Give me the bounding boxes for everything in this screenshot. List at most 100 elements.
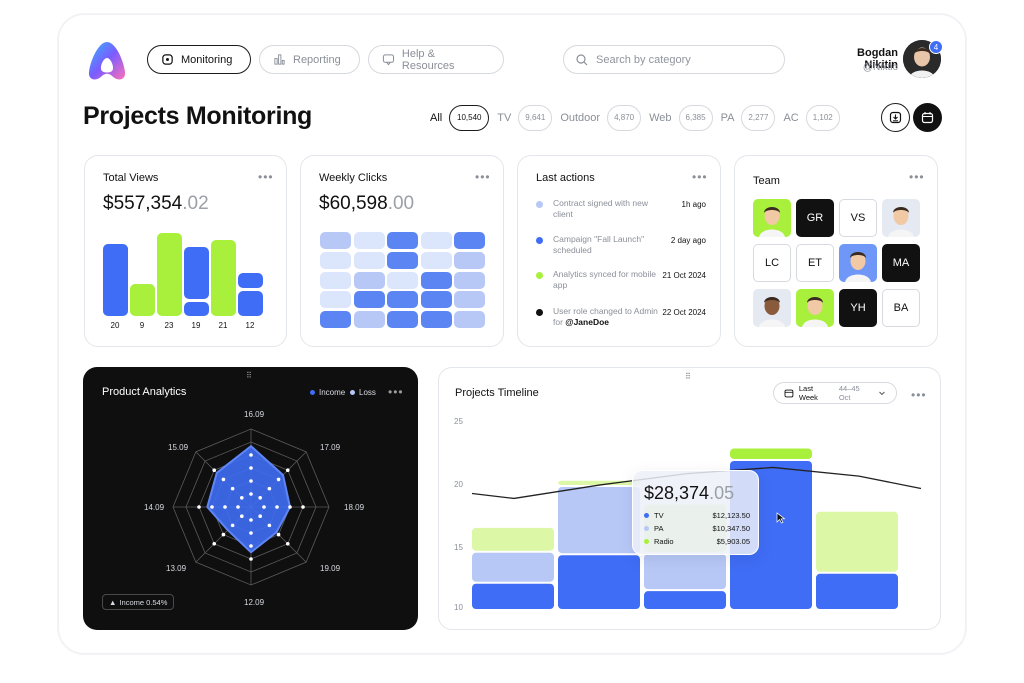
search-bar[interactable]: [563, 45, 785, 74]
more-options-icon[interactable]: •••: [475, 170, 491, 184]
more-options-icon[interactable]: •••: [258, 170, 274, 184]
chart-icon: [274, 54, 285, 65]
filter-label: PA: [720, 111, 735, 124]
team-member-photo[interactable]: [882, 199, 920, 237]
heatmap-cell[interactable]: [420, 311, 452, 329]
filter-label: Outdoor: [560, 111, 601, 124]
timeline-bar-segment[interactable]: [644, 591, 726, 609]
radar-node: [276, 532, 281, 537]
radar-axis-label: 18.09: [344, 503, 365, 512]
action-text: Campaign "Fall Launch" scheduled: [553, 234, 645, 255]
radar-axis-label: 14.09: [144, 503, 165, 512]
team-member-photo[interactable]: [753, 199, 791, 237]
radar-node: [267, 486, 272, 491]
action-item[interactable]: Campaign "Fall Launch" scheduled 2 day a…: [536, 234, 706, 256]
heatmap-cell[interactable]: [353, 271, 385, 289]
heatmap-cell[interactable]: [353, 251, 385, 269]
timeline-bar-segment[interactable]: [816, 573, 898, 609]
radar-node: [276, 477, 281, 482]
nav-reporting[interactable]: Reporting: [259, 45, 360, 74]
search-input[interactable]: [596, 53, 766, 66]
heatmap-cell[interactable]: [320, 232, 351, 249]
filter-count: 9,641: [518, 104, 553, 131]
timeline-bar-segment[interactable]: [558, 555, 640, 609]
team-member-initials[interactable]: LC: [753, 244, 791, 282]
calendar-button[interactable]: [913, 103, 942, 132]
action-dot: [536, 237, 543, 244]
more-options-icon[interactable]: •••: [388, 385, 404, 399]
radar-income-area: [206, 445, 291, 554]
notification-badge[interactable]: 4: [929, 40, 943, 54]
user-mention[interactable]: @JaneDoe: [565, 317, 610, 327]
tooltip-row-amount: $5,903.05: [716, 537, 750, 546]
team-member-initials[interactable]: VS: [839, 199, 877, 237]
action-item[interactable]: Contract signed with new client 1h ago: [536, 198, 706, 220]
heatmap-cell[interactable]: [454, 232, 485, 249]
more-options-icon[interactable]: •••: [909, 170, 925, 184]
bar-label: 21: [218, 321, 228, 330]
heatmap-cell[interactable]: [353, 232, 385, 249]
heatmap-cell[interactable]: [320, 271, 351, 289]
heatmap-cell[interactable]: [353, 311, 385, 329]
timeline-bar-segment[interactable]: [472, 583, 554, 609]
heatmap-cell[interactable]: [387, 251, 418, 269]
heatmap-cell[interactable]: [387, 311, 418, 329]
action-item[interactable]: Analytics synced for mobile app 21 Oct 2…: [536, 269, 706, 291]
heatmap-cell[interactable]: [420, 271, 452, 289]
timeline-bar-segment[interactable]: [472, 552, 554, 582]
heatmap-cell[interactable]: [387, 232, 418, 249]
drag-handle-icon[interactable]: ⠿: [685, 372, 691, 381]
nav-help-resources[interactable]: Help & Resources: [368, 45, 504, 74]
heatmap-cell[interactable]: [454, 291, 485, 309]
team-member-photo[interactable]: [839, 244, 877, 282]
nav-monitoring[interactable]: Monitoring: [147, 45, 251, 74]
legend-dot: [644, 526, 649, 531]
timeline-bar-segment[interactable]: [472, 527, 554, 551]
timeline-bar-segment[interactable]: [558, 487, 640, 554]
team-member-initials[interactable]: ET: [796, 244, 834, 282]
radar-node: [230, 486, 235, 491]
heatmap-cell[interactable]: [454, 311, 485, 329]
timeline-bar-segment[interactable]: [730, 448, 812, 459]
download-icon: [889, 111, 902, 124]
team-member-initials[interactable]: GR: [796, 199, 834, 237]
heatmap-cell[interactable]: [387, 271, 418, 289]
heatmap-cell[interactable]: [420, 232, 452, 249]
more-options-icon[interactable]: •••: [692, 170, 708, 184]
team-member-initials[interactable]: MA: [882, 244, 920, 282]
heatmap-cell[interactable]: [387, 291, 418, 309]
action-item[interactable]: User role changed to Admin for @JaneDoe …: [536, 306, 706, 328]
heatmap-cell[interactable]: [353, 291, 385, 309]
week-range-select[interactable]: Last Week 44–45 Oct: [773, 382, 897, 404]
heatmap-cell[interactable]: [420, 251, 452, 269]
calendar-icon: [784, 389, 794, 398]
bar-segment: [184, 301, 209, 316]
radar-node: [249, 557, 253, 561]
team-member-initials[interactable]: BA: [882, 289, 920, 327]
team-member-initials[interactable]: YH: [839, 289, 877, 327]
heatmap-cell[interactable]: [420, 291, 452, 309]
more-options-icon[interactable]: •••: [911, 388, 927, 402]
heatmap-cell[interactable]: [320, 311, 351, 329]
team-member-photo[interactable]: [753, 289, 791, 327]
radar-node: [212, 468, 217, 473]
heatmap-cell[interactable]: [454, 251, 485, 269]
download-button[interactable]: [881, 103, 910, 132]
legend-dot: [644, 539, 649, 544]
timeline-bar-segment[interactable]: [644, 553, 726, 590]
app-logo-icon[interactable]: [84, 38, 130, 84]
heatmap-cell[interactable]: [320, 291, 351, 309]
heatmap-cell[interactable]: [454, 271, 485, 289]
team-member-photo[interactable]: [796, 289, 834, 327]
heatmap-cell[interactable]: [320, 251, 351, 269]
drag-handle-icon[interactable]: ⠿: [246, 371, 252, 380]
timeline-bar-segment[interactable]: [816, 511, 898, 572]
chevron-down-icon: [879, 391, 885, 396]
